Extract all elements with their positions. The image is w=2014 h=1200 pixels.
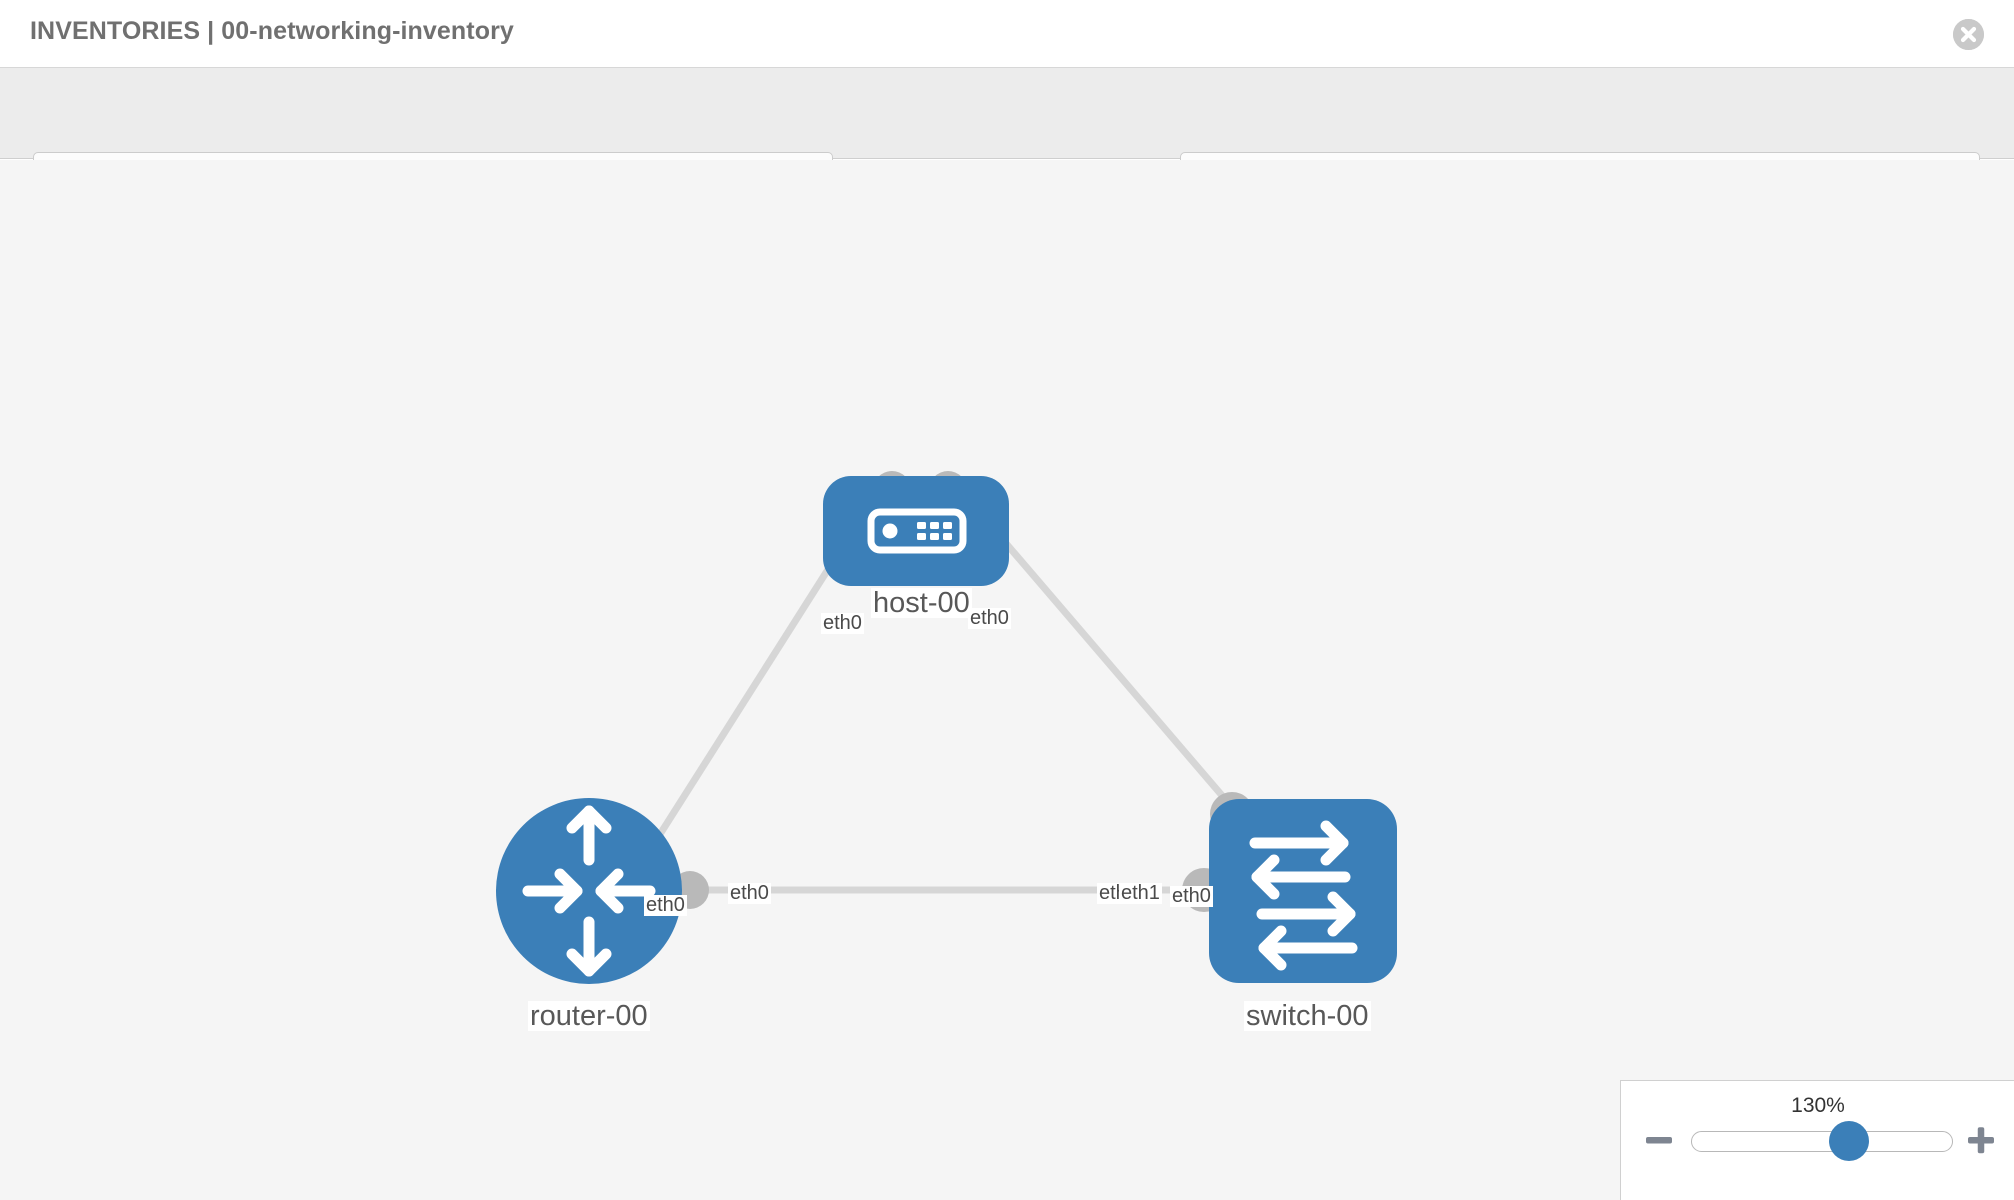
iface-label-switch00-to-host00: eth0 <box>1170 885 1213 907</box>
page-title: INVENTORIES | 00-networking-inventory <box>30 17 514 45</box>
iface-label-switch00-eth1: eth1 <box>1119 882 1162 904</box>
node-host-00[interactable] <box>823 476 1009 586</box>
zoom-slider-track[interactable] <box>1691 1131 1953 1152</box>
zoom-control-panel: 130% <box>1620 1080 2014 1200</box>
node-label-host-00: host-00 <box>871 587 972 619</box>
zoom-slider-thumb[interactable] <box>1828 1121 1869 1161</box>
close-icon[interactable] <box>1953 19 1984 50</box>
server-icon <box>867 508 967 554</box>
node-label-router-00: router-00 <box>528 1000 650 1032</box>
topology-canvas[interactable]: host-00 router-00 switch-00 eth0 eth0 et… <box>0 160 2014 1200</box>
minus-icon[interactable] <box>1642 1123 1676 1157</box>
iface-label-host00-to-switch00: eth0 <box>968 607 1011 629</box>
iface-label-host00-to-router00: eth0 <box>821 612 864 634</box>
node-router-00[interactable] <box>496 798 682 984</box>
router-arrows-icon <box>522 805 656 977</box>
switch-arrows-icon <box>1249 820 1358 971</box>
topology-graph <box>496 471 1397 984</box>
iface-label-router00-to-host00: eth0 <box>644 894 687 916</box>
toolbar: ACTIONS SEARCH <box>0 68 2014 205</box>
iface-label-router00-eth0: eth0 <box>728 882 771 904</box>
zoom-level-label: 130% <box>1791 1094 1845 1117</box>
plus-icon[interactable] <box>1964 1123 1998 1157</box>
page-header: INVENTORIES | 00-networking-inventory <box>0 0 2014 68</box>
node-switch-00[interactable] <box>1209 799 1397 983</box>
node-label-switch-00: switch-00 <box>1244 1000 1371 1032</box>
